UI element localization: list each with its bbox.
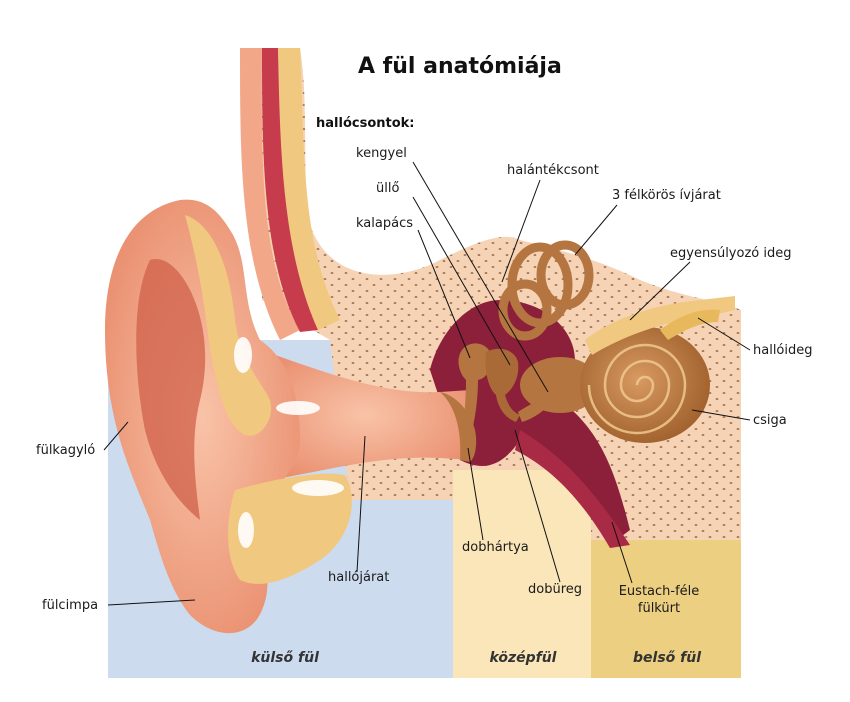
label-tympanic-cavity: dobüreg	[528, 582, 583, 597]
label-auricle: fülkagyló	[36, 443, 96, 458]
malleus-shape	[458, 343, 492, 440]
skull-skin-layer	[240, 48, 300, 340]
label-cochlea: csiga	[753, 413, 787, 428]
cartilage-highlight-3	[292, 480, 344, 496]
region-middle-ear: középfül	[489, 650, 557, 666]
vestibule-shape	[520, 357, 600, 413]
label-eustachian-line1: Eustach-féle	[618, 584, 700, 599]
label-semicircular-canals: 3 félkörös ívjárat	[612, 188, 721, 203]
semicircular-canals	[498, 240, 594, 341]
label-stapes: kengyel	[356, 146, 407, 161]
label-temporal-bone: halántékcsont	[507, 163, 599, 178]
region-outer-ear: külső fül	[251, 650, 319, 666]
label-malleus: kalapács	[356, 216, 413, 231]
label-eustachian-line2: fülkürt	[637, 601, 681, 616]
cochlea-shape	[580, 327, 710, 443]
cartilage-highlight-2	[276, 401, 320, 415]
label-earlobe: fülcimpa	[42, 598, 99, 613]
cartilage-highlight-1	[234, 337, 252, 373]
ossicles-heading: hallócsontok:	[316, 116, 415, 131]
label-vestibular-nerve: egyensúlyozó ideg	[670, 246, 792, 261]
auricle-cartilage	[185, 215, 271, 436]
middle-ear-background	[453, 470, 591, 678]
incus-shape	[485, 348, 520, 422]
eustachian-tube	[515, 430, 630, 548]
nerve-bundle	[585, 296, 735, 355]
region-inner-ear: belső fül	[633, 650, 701, 666]
nerve-bundle-2	[660, 309, 720, 340]
leader-lines	[103, 161, 751, 606]
label-ear-canal: hallójárat	[328, 570, 390, 585]
diagram-title: A fül anatómiája	[358, 54, 562, 79]
label-auditory-nerve: hallóideg	[753, 343, 813, 358]
skull-red-layer	[262, 48, 318, 332]
label-incus: üllő	[376, 181, 400, 196]
auricle-inner-fold	[136, 259, 206, 520]
skull-fat-layer	[278, 48, 340, 330]
eardrum-shape	[440, 392, 477, 462]
cartilage-highlight-4	[238, 512, 254, 548]
ear-canal-shape	[260, 350, 470, 480]
inner-ear-background	[591, 540, 741, 678]
lower-cartilage	[228, 473, 352, 584]
label-eardrum: dobhártya	[462, 540, 529, 555]
